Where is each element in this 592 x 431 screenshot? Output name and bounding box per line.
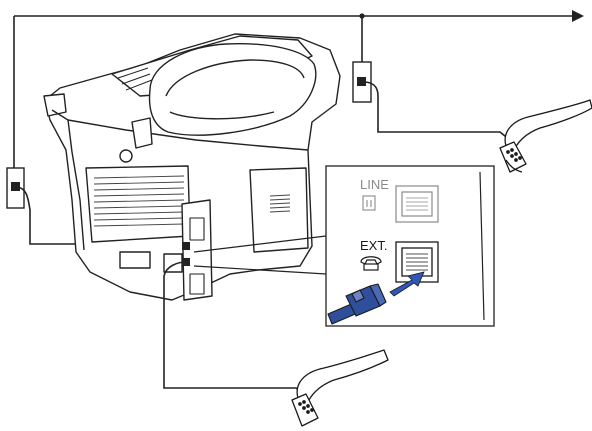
rear-screw — [120, 150, 132, 162]
parallel-port — [190, 274, 204, 294]
telephone-icon — [500, 100, 592, 172]
base-bottom — [292, 394, 318, 426]
ext-label: EXT. — [360, 238, 387, 253]
line-junction-dot — [359, 13, 364, 18]
handset-top — [505, 100, 592, 154]
rear-latch — [132, 118, 152, 148]
line-port — [182, 242, 190, 250]
foot-left — [120, 252, 150, 268]
usb-port — [190, 218, 204, 240]
line-port-socket — [396, 186, 438, 222]
handset-bottom — [297, 350, 388, 406]
line-arrow-icon — [572, 10, 584, 22]
port-zoom-inset: LINE EXT. — [326, 166, 494, 326]
mfc-device — [44, 34, 340, 300]
line-label: LINE — [360, 177, 389, 192]
telephone-icon — [292, 350, 388, 426]
phone-cord-top — [364, 82, 510, 140]
